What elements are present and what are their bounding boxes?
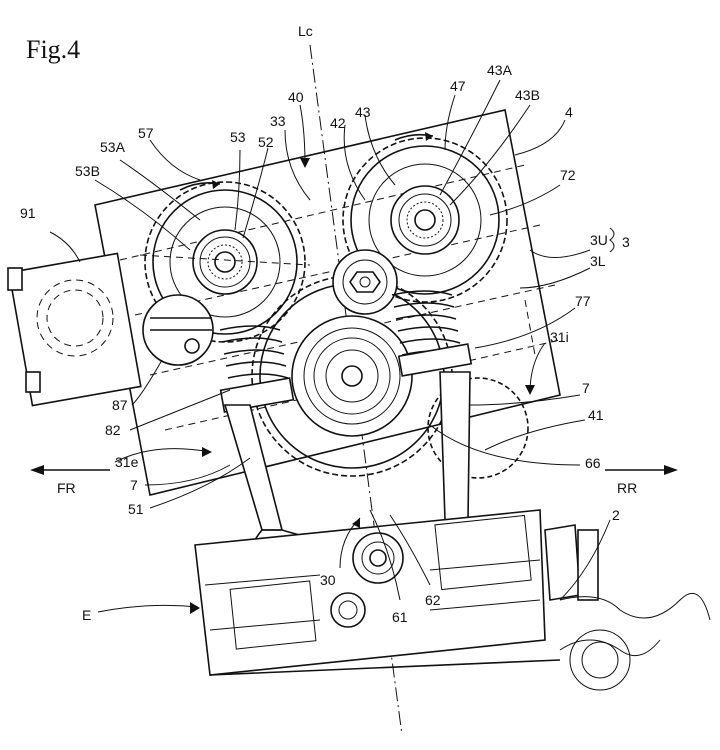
- rocker-part-87: [142, 294, 214, 366]
- label-3l: 3L: [590, 253, 606, 269]
- central-idle-gear: [251, 275, 453, 477]
- label-43: 43: [355, 104, 371, 120]
- label-77: 77: [575, 293, 591, 309]
- label-rr: RR: [617, 480, 637, 496]
- exhaust-cam-gear: [342, 132, 508, 303]
- leader-lines: [49, 79, 615, 614]
- label-62: 62: [425, 592, 441, 608]
- direction-arrow-fr: FR: [30, 465, 110, 496]
- direction-arrow-rr: RR: [605, 465, 678, 496]
- label-lc: Lc: [298, 23, 313, 39]
- label-43a: 43A: [487, 62, 513, 78]
- label-2: 2: [612, 507, 620, 523]
- label-57: 57: [138, 125, 154, 141]
- label-87: 87: [112, 397, 128, 413]
- label-42: 42: [330, 115, 346, 131]
- label-47: 47: [450, 78, 466, 94]
- label-31i: 31i: [550, 329, 569, 345]
- label-40: 40: [288, 89, 304, 105]
- intake-cam-gear: [139, 180, 311, 343]
- label-82: 82: [105, 422, 121, 438]
- label-51: 51: [128, 501, 144, 517]
- label-7-right: 7: [582, 380, 590, 396]
- label-66: 66: [585, 455, 601, 471]
- label-3: 3: [622, 234, 630, 250]
- label-e: E: [82, 607, 91, 623]
- label-31e: 31e: [115, 454, 139, 470]
- right-valve-spring: [391, 290, 473, 377]
- part-91-housing: [7, 252, 142, 407]
- label-41: 41: [588, 407, 604, 423]
- gear-41: [427, 377, 529, 479]
- label-61: 61: [392, 609, 408, 625]
- label-30: 30: [320, 572, 336, 588]
- label-53a: 53A: [100, 139, 126, 155]
- cylinder-head-e: [194, 509, 711, 691]
- reference-labels: Lc 40 33 42 43 47 43A 43B 4 72 3U 3 3L 7…: [20, 23, 630, 625]
- label-3u: 3U: [590, 232, 608, 248]
- label-fr: FR: [57, 480, 76, 496]
- figure-title: Fig.4: [26, 35, 80, 64]
- label-52: 52: [258, 134, 274, 150]
- left-valve-spring: [219, 325, 295, 413]
- label-72: 72: [560, 167, 576, 183]
- small-gear-42: [332, 249, 398, 315]
- label-33: 33: [270, 113, 286, 129]
- label-91: 91: [20, 205, 36, 221]
- label-7-left: 7: [130, 477, 138, 493]
- label-53b: 53B: [75, 163, 100, 179]
- label-4: 4: [565, 104, 573, 120]
- label-53: 53: [230, 129, 246, 145]
- label-43b: 43B: [515, 87, 540, 103]
